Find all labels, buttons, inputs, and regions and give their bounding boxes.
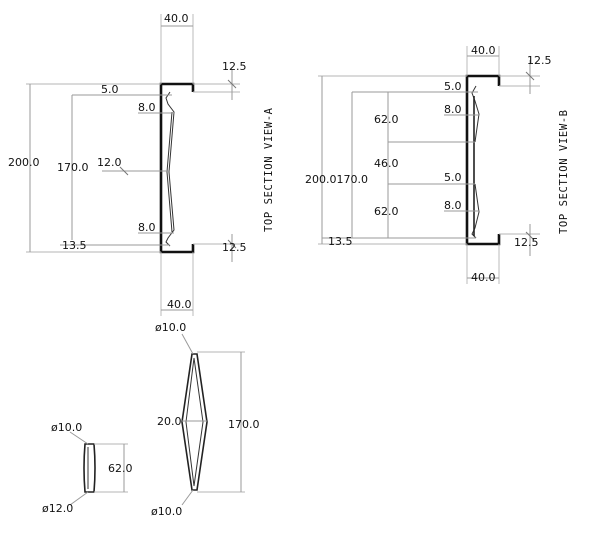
detail-large-length: 170.0	[228, 418, 260, 431]
view-b-rib-top: 8.0	[444, 103, 462, 116]
view-a-lip-top: 12.5	[222, 60, 247, 73]
view-a-title: TOP SECTION VIEW-A	[263, 107, 275, 232]
view-b-width-bottom: 40.0	[471, 271, 496, 284]
view-b-lip-top: 12.5	[527, 54, 552, 67]
section-view-b: 40.0 12.5 5.0 8.0 62.0 46.0 5.0 200.0170…	[305, 44, 570, 284]
view-a-lip-bottom: 12.5	[222, 241, 247, 254]
view-a-rib-inner	[166, 111, 173, 233]
view-a-width-bottom: 40.0	[167, 298, 192, 311]
detail-small-rod	[83, 443, 96, 493]
view-b-profile	[465, 74, 501, 246]
view-a-depth-mid: 12.0	[97, 156, 122, 169]
detail-small-dia-top: ø10.0	[51, 421, 82, 434]
view-b-flange-mid: 5.0	[444, 171, 462, 184]
detail-large-dia-bottom: ø10.0	[151, 505, 182, 518]
view-b-rib-upper	[471, 85, 480, 143]
detail-small-length: 62.0	[108, 462, 133, 475]
detail-large-blade	[181, 353, 208, 491]
view-a-rib-bottom: 8.0	[138, 221, 156, 234]
view-a-flange-top: 5.0	[101, 83, 119, 96]
detail-large-dia-top: ø10.0	[155, 321, 186, 334]
view-a-width-top: 40.0	[164, 12, 189, 25]
view-a-height-total: 200.0	[8, 156, 40, 169]
view-b-title: TOP SECTION VIEW-B	[558, 109, 570, 234]
view-a-rib-outline	[165, 91, 175, 247]
view-b-offset-bottom: 13.5	[328, 235, 353, 248]
view-b-seg-mid: 46.0	[374, 157, 399, 170]
view-b-seg-lower: 62.0	[374, 205, 399, 218]
detail-large: ø10.0 20.0 170.0 ø10.0	[151, 321, 260, 518]
section-view-a: 40.0 12.5 5.0 8.0 200.0 170.0 12.0 8.0 1…	[8, 12, 275, 316]
view-b-lip-bottom: 12.5	[514, 236, 539, 249]
view-b-width-top: 40.0	[471, 44, 496, 57]
view-b-rib-lower: 8.0	[444, 199, 462, 212]
view-b-total-pair: 200.0170.0	[305, 173, 368, 186]
view-a-height-inner: 170.0	[57, 161, 89, 174]
view-a-offset-bottom: 13.5	[62, 239, 87, 252]
view-b-seg-upper: 62.0	[374, 113, 399, 126]
detail-small: ø10.0 62.0 ø12.0	[42, 421, 133, 515]
view-a-profile	[159, 82, 195, 254]
detail-large-width: 20.0	[157, 415, 182, 428]
view-a-rib-top: 8.0	[138, 101, 156, 114]
detail-small-dia-bottom: ø12.0	[42, 502, 73, 515]
view-b-flange-top: 5.0	[444, 80, 462, 93]
